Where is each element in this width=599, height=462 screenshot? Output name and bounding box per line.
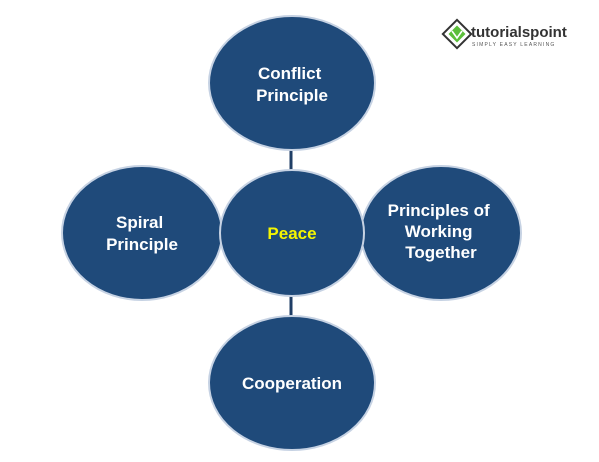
node-top-label: Conflict Principle: [256, 64, 328, 105]
node-right-label: Principles of Working Together: [388, 201, 495, 262]
node-bottom: Cooperation: [208, 315, 376, 451]
node-center: Peace: [219, 169, 365, 297]
node-bottom-label: Cooperation: [242, 374, 342, 393]
node-center-label: Peace: [267, 224, 316, 243]
node-right: Principles of Working Together: [360, 165, 522, 301]
node-left-circle: [61, 165, 223, 301]
node-bottom-circle: [208, 315, 376, 451]
node-top: Conflict Principle: [208, 15, 376, 151]
tutorialspoint-logo: tutorialspoint SIMPLY EASY LEARNING: [441, 18, 567, 50]
logo-brand-text: tutorialspoint: [471, 24, 567, 41]
tutorialspoint-logo-icon: [441, 18, 473, 50]
node-left-label: Spiral Principle: [106, 213, 178, 254]
node-top-circle: [208, 15, 376, 151]
node-left: Spiral Principle: [61, 165, 223, 301]
node-center-circle: [219, 169, 365, 297]
logo-tagline-text: SIMPLY EASY LEARNING: [472, 42, 555, 48]
